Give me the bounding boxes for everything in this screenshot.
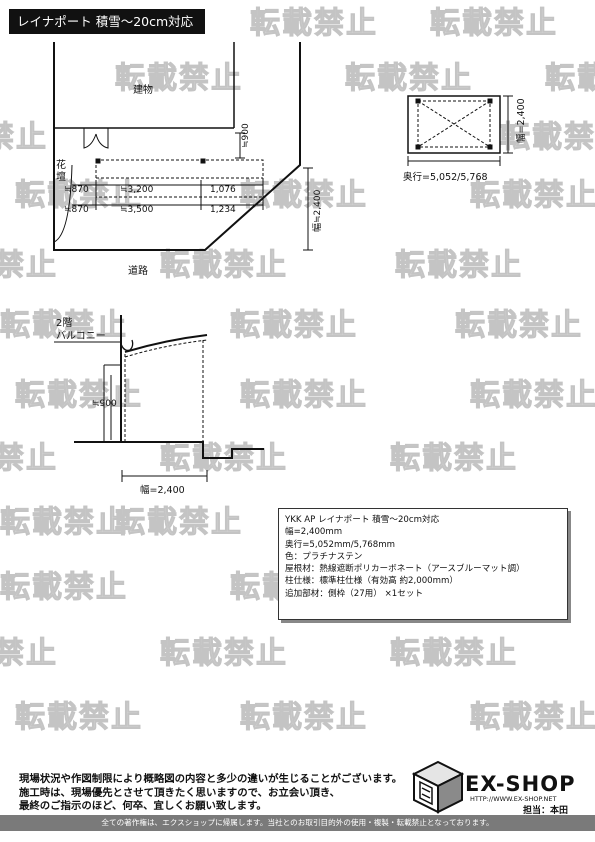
post xyxy=(487,98,493,104)
roof-curve xyxy=(124,334,208,353)
notice-line: 最終のご指示のほど、何卒、宜しくお願い致します。 xyxy=(19,800,267,812)
notice-line: 現場状況や作図制限により概略図の内容と多少の違いが生じることがございます。 xyxy=(19,773,403,785)
building-label: 建物 xyxy=(133,83,153,96)
door xyxy=(95,128,109,149)
ground-line xyxy=(74,441,264,459)
spec-line: 追加部材：側枠（27用） ×1セット xyxy=(285,588,424,599)
width-label: 幅≒2,400 xyxy=(311,189,323,232)
balcony-label: 2階 xyxy=(56,317,72,329)
spec-line: 屋根材：熱線遮断ポリカーボネート（アースブルーマット調） xyxy=(285,564,525,575)
spec-line: 奥行=5,052mm/5,768mm xyxy=(285,539,395,550)
brand-url: HTTP://WWW.EX-SHOP.NET xyxy=(470,795,557,803)
roof-outline xyxy=(407,95,501,154)
roof-curve xyxy=(124,339,208,358)
notice-line: 施工時は、現場優先とさせて頂きたく思いますので、お立会い頂き、 xyxy=(19,786,340,799)
brand-name: EX-SHOP xyxy=(465,772,576,796)
flowerbed-arc xyxy=(53,164,73,243)
roof-frame xyxy=(417,100,491,148)
notice-text: 現場状況や作図制限により概略図の内容と多少の違いが生じることがございます。 施工… xyxy=(19,773,402,814)
dim-label: ≒870 xyxy=(64,185,89,195)
post xyxy=(415,144,421,150)
plan-view xyxy=(53,42,301,251)
page-title: レイナポート 積雪～20cm対応 xyxy=(9,9,205,34)
spec-line: 柱仕様：標準柱仕様（有効高 約2,000mm） xyxy=(285,576,458,587)
dim-label: ≒3,500 xyxy=(120,205,154,215)
dim-label: ≒870 xyxy=(64,205,89,215)
side-view xyxy=(54,315,264,482)
post xyxy=(487,144,493,150)
post xyxy=(200,158,206,164)
depth-label: 奥行=5,052/5,768 xyxy=(403,171,488,183)
width-label: 幅=2,400 xyxy=(515,98,527,143)
staff-label: 担当：本田 xyxy=(523,806,569,816)
road-label: 道路 xyxy=(128,264,148,277)
door xyxy=(83,128,97,149)
roof-diagonal xyxy=(417,100,491,148)
balcony-label: バルコニー xyxy=(56,330,106,342)
dim-label: 1,076 xyxy=(210,185,236,195)
post xyxy=(95,158,101,164)
spec-line: 色：プラチナステン xyxy=(285,551,363,562)
dim-label: ≒3,200 xyxy=(120,185,154,195)
spec-box: YKK AP レイナポート 積雪～20cm対応 幅=2,400mm 奥行=5,0… xyxy=(278,508,568,620)
top-view xyxy=(407,95,513,166)
width-label: 幅=2,400 xyxy=(140,484,185,496)
dim-label: ≒900 xyxy=(241,123,251,148)
gutter xyxy=(120,339,134,352)
site-outline xyxy=(53,42,301,251)
spec-line: YKK AP レイナポート 積雪～20cm対応 xyxy=(285,515,440,525)
copyright-footer: 全ての著作権は、エクスショップに帰属します。当社とのお取引目的外の使用・複製・転… xyxy=(0,815,595,831)
ex-shop-logo-icon xyxy=(412,760,464,814)
post xyxy=(415,98,421,104)
flowerbed-label: 花 xyxy=(56,158,66,171)
flowerbed-label: 壇 xyxy=(56,170,66,183)
spec-line: 幅=2,400mm xyxy=(285,527,343,538)
dim-label: 1,234 xyxy=(210,205,236,215)
height-label: ≒900 xyxy=(92,399,117,409)
